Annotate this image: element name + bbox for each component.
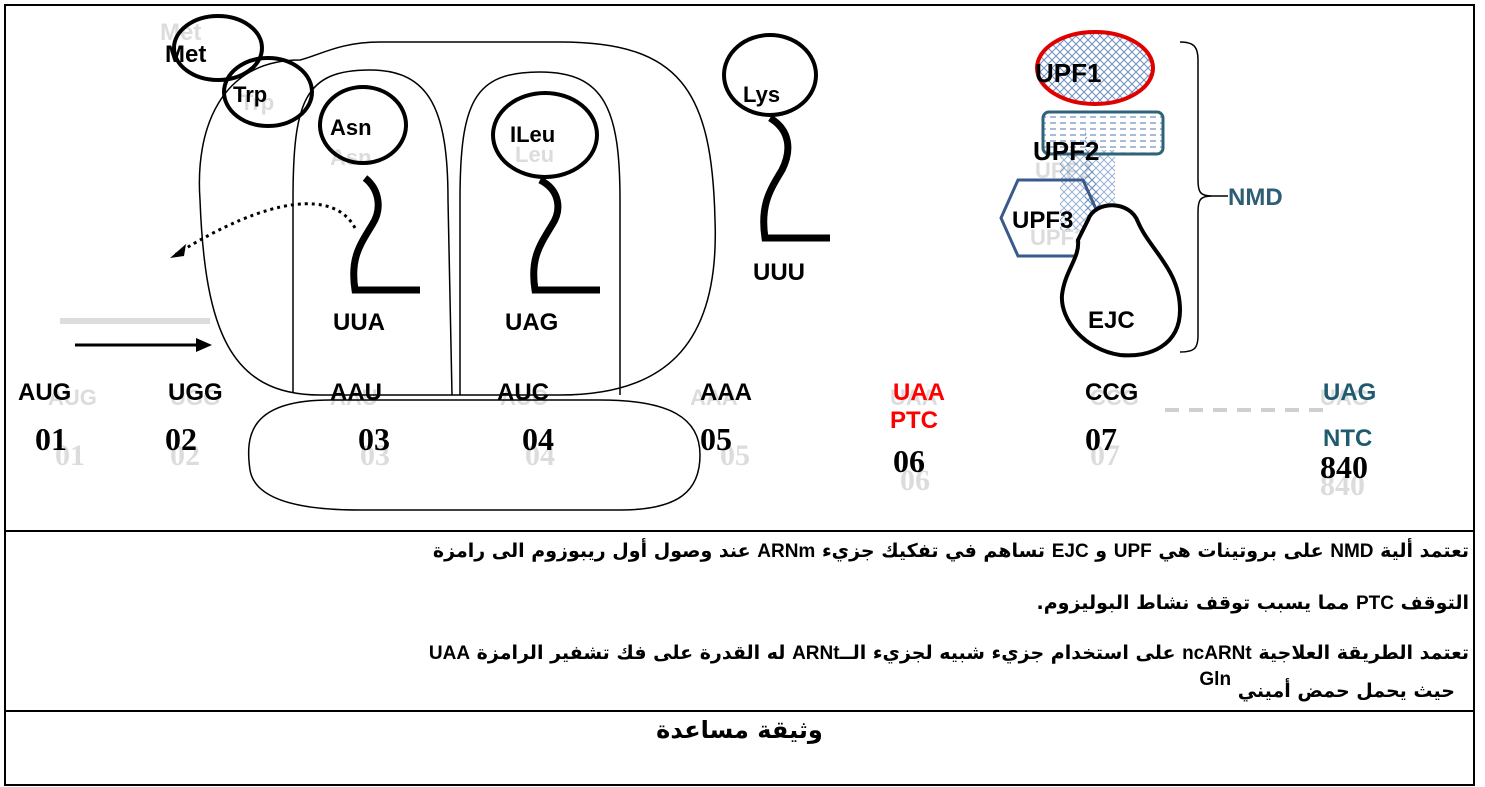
svg-text:03: 03 [360,439,390,472]
protein-upf2: UPF2 [1033,136,1099,166]
amino-acid-lys: Lys [743,82,780,107]
p1l1-ejc: EJC [1051,541,1089,562]
p1l1-text-d: عند وصول أول ريبوزوم الى رامزة [432,540,751,562]
codon-1: AUG [18,379,71,406]
codon-number-7: 07 [1085,421,1117,457]
p1l1-text-c: تساهم في تفكيك جزيء [821,540,1046,562]
asn-circle [318,85,408,165]
lys-circle [722,33,818,117]
trna-stem-2 [530,176,600,294]
ribosome-large-subunit [198,41,716,396]
protein-upf1: UPF1 [1035,58,1101,88]
svg-text:07: 07 [1090,439,1120,472]
p1l1-arnm: ARNm [757,541,816,562]
codon-7: CCG [1085,379,1138,406]
svg-text:04: 04 [525,439,555,472]
codon-number-2: 02 [165,421,197,457]
svg-text:05: 05 [720,439,750,472]
codon-5: AAA [700,379,752,406]
anticodon-uuu: UUU [753,259,805,286]
paragraph2-line2: حيث يحمل حمض أميني Gln [1199,669,1455,703]
p2l2-text-a: حيث يحمل حمض أميني [1237,680,1455,702]
svg-text:840: 840 [1320,469,1365,502]
p2l1-text-c: له القدرة على فك تشفير الرامزة [476,642,786,664]
panel-divider-bottom [4,710,1475,712]
codon-4: AUC [497,379,549,406]
ribosome-p-site [292,69,453,396]
svg-text:AAU: AAU [330,385,378,410]
codon-2: UGG [168,379,223,406]
svg-text:AUC: AUC [500,385,548,410]
document-title: وثيقة مساعدة [656,716,823,744]
ejc-shape [1059,203,1183,358]
exit-arrow-dotted [174,202,357,257]
p2l1-uaa: UAA [428,643,471,664]
codon-number-1: 01 [35,421,67,457]
ribosome-a-site [459,71,621,395]
p1l1-nmd: NMD [1330,541,1374,562]
paragraph2-line1: تعتمد الطريقة العلاجية ncARNt على استخدا… [429,642,1469,665]
nmd-diagram: Met Trp Asn Leu UPF2 UPF3 AUG UGG AAU AU… [18,14,1376,511]
svg-text:01: 01 [55,439,85,472]
svg-text:UAA: UAA [890,385,938,410]
p1l1-text-a: تعتمد ألية [1380,540,1469,562]
codon-number-5: 05 [700,421,732,457]
codon-840-ntc: UAG [1323,379,1376,406]
upf1-shape [1035,30,1155,106]
amino-acid-ileu: ILeu [510,122,555,147]
p1l2-ptc: PTC [1355,593,1394,614]
amino-acid-trp: Trp [233,82,267,107]
amino-acid-asn: Asn [330,115,372,140]
p1l2-text-a: التوقف [1400,592,1469,614]
p2l1-text-b: على استخدام جزيء شبيه لجزيء الــ [839,642,1176,664]
met-circle [172,14,264,82]
protein-ejc: EJC [1088,307,1135,334]
p1l1-upf: UPF [1113,541,1152,562]
panel-divider-top [4,530,1475,532]
trp-circle [222,56,314,128]
paragraph1-line1: تعتمد ألية NMD على بروتينات هي UPF و EJC… [433,540,1469,563]
dotted-arrow-head [170,244,186,258]
codon-number-6: 06 [893,443,925,479]
anticodon-uag: UAG [505,309,558,336]
p2l2-gln: Gln [1199,669,1232,690]
ntc-label: NTC [1323,425,1372,452]
ileu-circle [491,91,599,179]
svg-text:02: 02 [170,439,200,472]
codon-3: AAU [330,379,382,406]
paragraph1-line2: التوقف PTC مما يسبب توقف نشاط البوليزوم. [1036,592,1469,615]
p2l1-text-a: تعتمد الطريقة العلاجية [1258,642,1469,664]
svg-text:Trp: Trp [240,90,274,115]
ribosome-small-subunit [247,399,701,511]
p1l1-and: و [1095,540,1108,562]
svg-text:CCG: CCG [1090,385,1139,410]
anticodon-uua: UUA [333,309,385,336]
ptc-label: PTC [890,407,938,434]
svg-text:UAG: UAG [1320,385,1369,410]
ghost-shadows: Met Trp Asn Leu UPF2 UPF3 AUG UGG AAU AU… [48,19,1369,502]
protein-upf3: UPF3 [1012,207,1073,234]
trna-stem-3 [760,115,830,242]
svg-text:AUG: AUG [48,385,97,410]
codon-number-3: 03 [358,421,390,457]
svg-text:UGG: UGG [170,385,220,410]
codon-6-ptc: UAA [893,379,945,406]
svg-text:06: 06 [900,464,930,497]
codon-number-840: 840 [1320,449,1368,485]
trna-stem-1 [350,175,420,294]
nmd-label: NMD [1228,184,1283,211]
p2l1-ncarnt: ncARNt [1182,643,1252,664]
document-frame [4,4,1475,786]
nmd-brace [1179,41,1213,353]
direction-arrow-head [196,338,212,352]
p1l1-text-b: على بروتينات هي [1158,540,1324,562]
svg-text:AAA: AAA [690,385,738,410]
upf2-shape [1041,110,1165,156]
p2l1-arnt: ARNt [792,643,840,664]
svg-text:Leu: Leu [515,142,554,167]
svg-text:Asn: Asn [330,145,372,170]
p1l2-text-b: مما يسبب توقف نشاط البوليزوم. [1036,592,1350,614]
codon-number-4: 04 [522,421,554,457]
amino-acid-met: Met [165,41,206,68]
